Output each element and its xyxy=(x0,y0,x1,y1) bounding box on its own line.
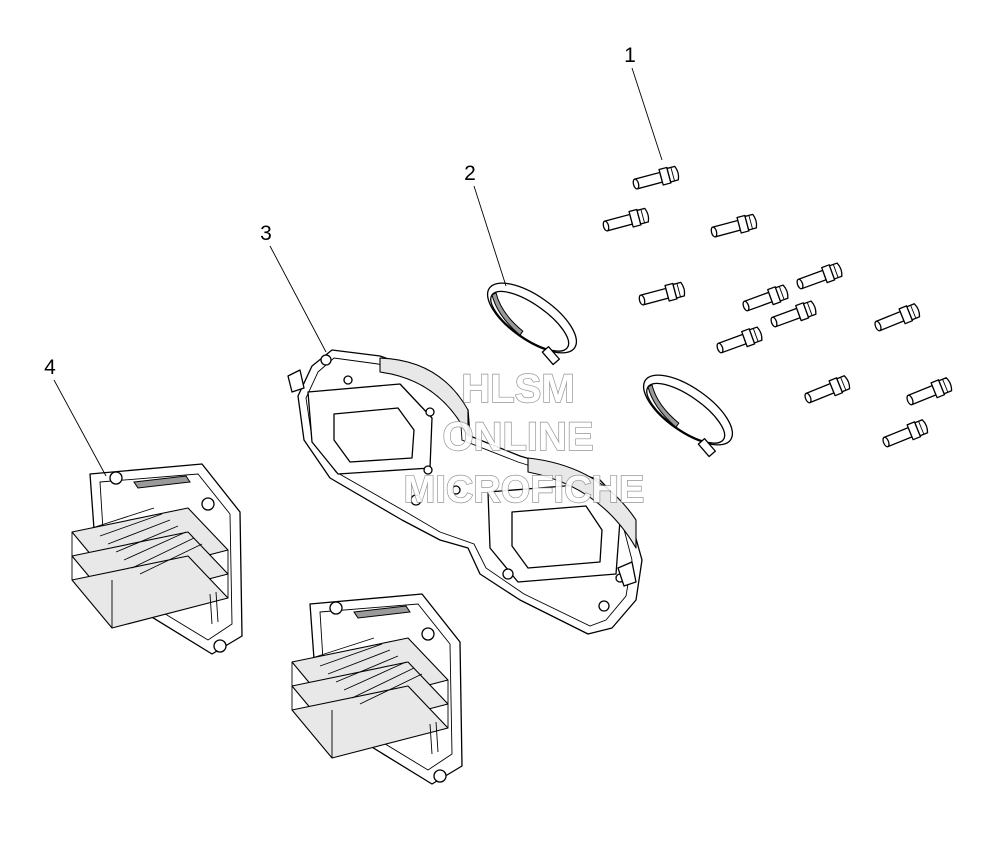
callout-label-3: 3 xyxy=(260,222,272,245)
watermark-line-3: MICROFICHE xyxy=(404,469,645,511)
callout-2: 2 xyxy=(464,162,507,287)
callout-label-1: 1 xyxy=(624,44,636,67)
callout-label-4: 4 xyxy=(44,356,56,379)
callout-3: 3 xyxy=(260,222,327,353)
callout-label-2: 2 xyxy=(464,162,476,185)
callout-1: 1 xyxy=(624,44,663,161)
intake-manifold xyxy=(287,349,643,635)
watermark: HLSM ONLINE MICROFICHE xyxy=(403,366,645,511)
callout-4: 4 xyxy=(44,356,107,477)
watermark-line-1: HLSM xyxy=(461,367,574,411)
watermark-line-2: ONLINE xyxy=(442,415,593,459)
